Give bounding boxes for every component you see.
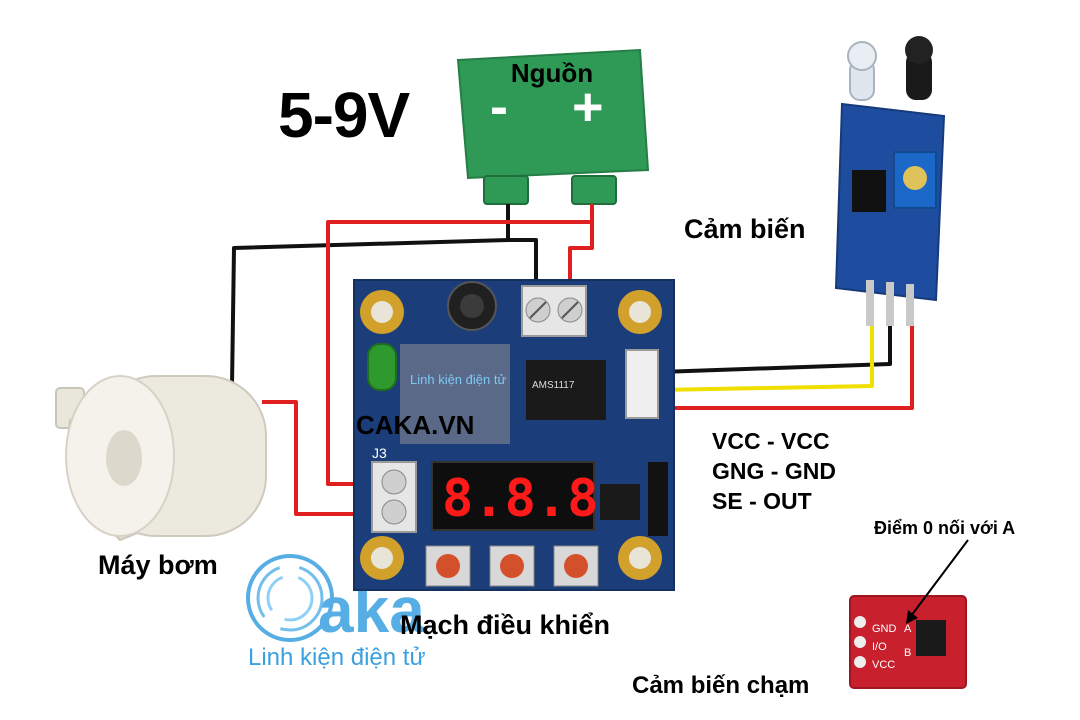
svg-text:VCC: VCC: [872, 659, 895, 671]
pin-mapping-item: SE - OUT: [712, 488, 812, 514]
pump-label: Máy bơm: [98, 550, 218, 580]
power-supply: [456, 48, 650, 205]
seven-segment-display: 8.8.8.: [442, 469, 630, 529]
power-minus-symbol: -: [490, 77, 508, 137]
wire-black-psu-board: [508, 238, 538, 290]
voltage-label: 5-9V: [278, 79, 410, 151]
wire-red-pump-j3: [262, 400, 372, 516]
wire-red-psu-j3: [326, 204, 594, 486]
power-supply-title: Nguồn: [510, 58, 594, 88]
ir-sensor-module: [834, 36, 946, 326]
pin-mapping-item: GNG - GND: [712, 458, 836, 484]
board-buttons: [425, 545, 599, 587]
svg-text:AMS1117: AMS1117: [532, 380, 575, 391]
sensor-label: Cảm biến: [684, 214, 806, 244]
svg-text:J3: J3: [372, 445, 387, 461]
water-pump: [55, 375, 267, 542]
svg-text:A: A: [904, 623, 912, 635]
watermark-small-tagline: Linh kiện điện tử: [410, 372, 507, 387]
wire-red-psu-board: [568, 222, 594, 290]
power-plus-symbol: +: [572, 77, 604, 137]
svg-text:I/O: I/O: [872, 641, 887, 653]
controller-label: Mạch điều khiển: [400, 610, 611, 640]
board-brand-label: CAKA.VN: [356, 410, 475, 440]
wire-black-sensor: [659, 300, 892, 374]
point-a-arrow: [906, 539, 969, 624]
pin-mapping-item: VCC - VCC: [712, 428, 830, 454]
point-note-label: Điểm 0 nối với A: [874, 518, 1016, 538]
wires: [230, 204, 914, 516]
wire-red-sensor: [660, 326, 914, 410]
touch-sensor-module: GND I/O VCC A B: [849, 595, 967, 689]
watermark-tagline: Linh kiện điện tử: [248, 644, 426, 671]
svg-text:GND: GND: [872, 623, 897, 635]
svg-text:B: B: [904, 647, 911, 659]
wire-yellow-sensor: [659, 326, 874, 392]
touch-sensor-label: Cảm biến chạm: [632, 672, 810, 699]
control-board: AMS1117 J3 8.8.8.: [353, 279, 675, 591]
